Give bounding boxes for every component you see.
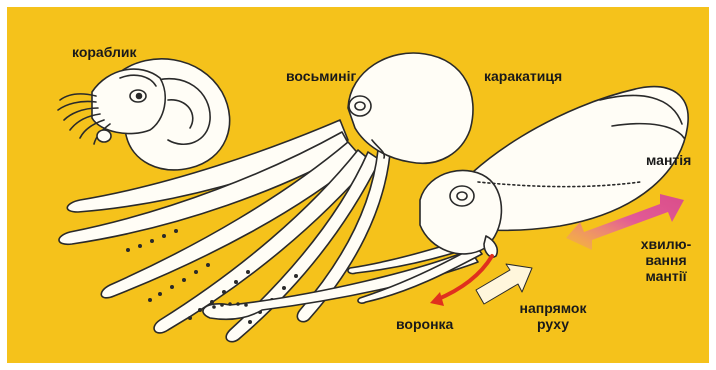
label-direction-line-2: руху <box>518 316 588 332</box>
label-direction: напрямок руху <box>518 300 588 332</box>
label-octopus: восьминіг <box>286 68 356 84</box>
label-mantle: мантія <box>646 152 691 168</box>
label-mantle-wave-line-3: мантії <box>636 268 696 284</box>
label-funnel: воронка <box>396 316 453 332</box>
label-cuttlefish: каракатиця <box>484 68 562 84</box>
label-nautilus: кораблик <box>72 44 137 60</box>
label-mantle-wave: хвилю- вання мантії <box>636 236 696 284</box>
label-direction-line-1: напрямок <box>518 300 588 316</box>
label-mantle-wave-line-1: хвилю- <box>636 236 696 252</box>
label-mantle-wave-line-2: вання <box>636 252 696 268</box>
